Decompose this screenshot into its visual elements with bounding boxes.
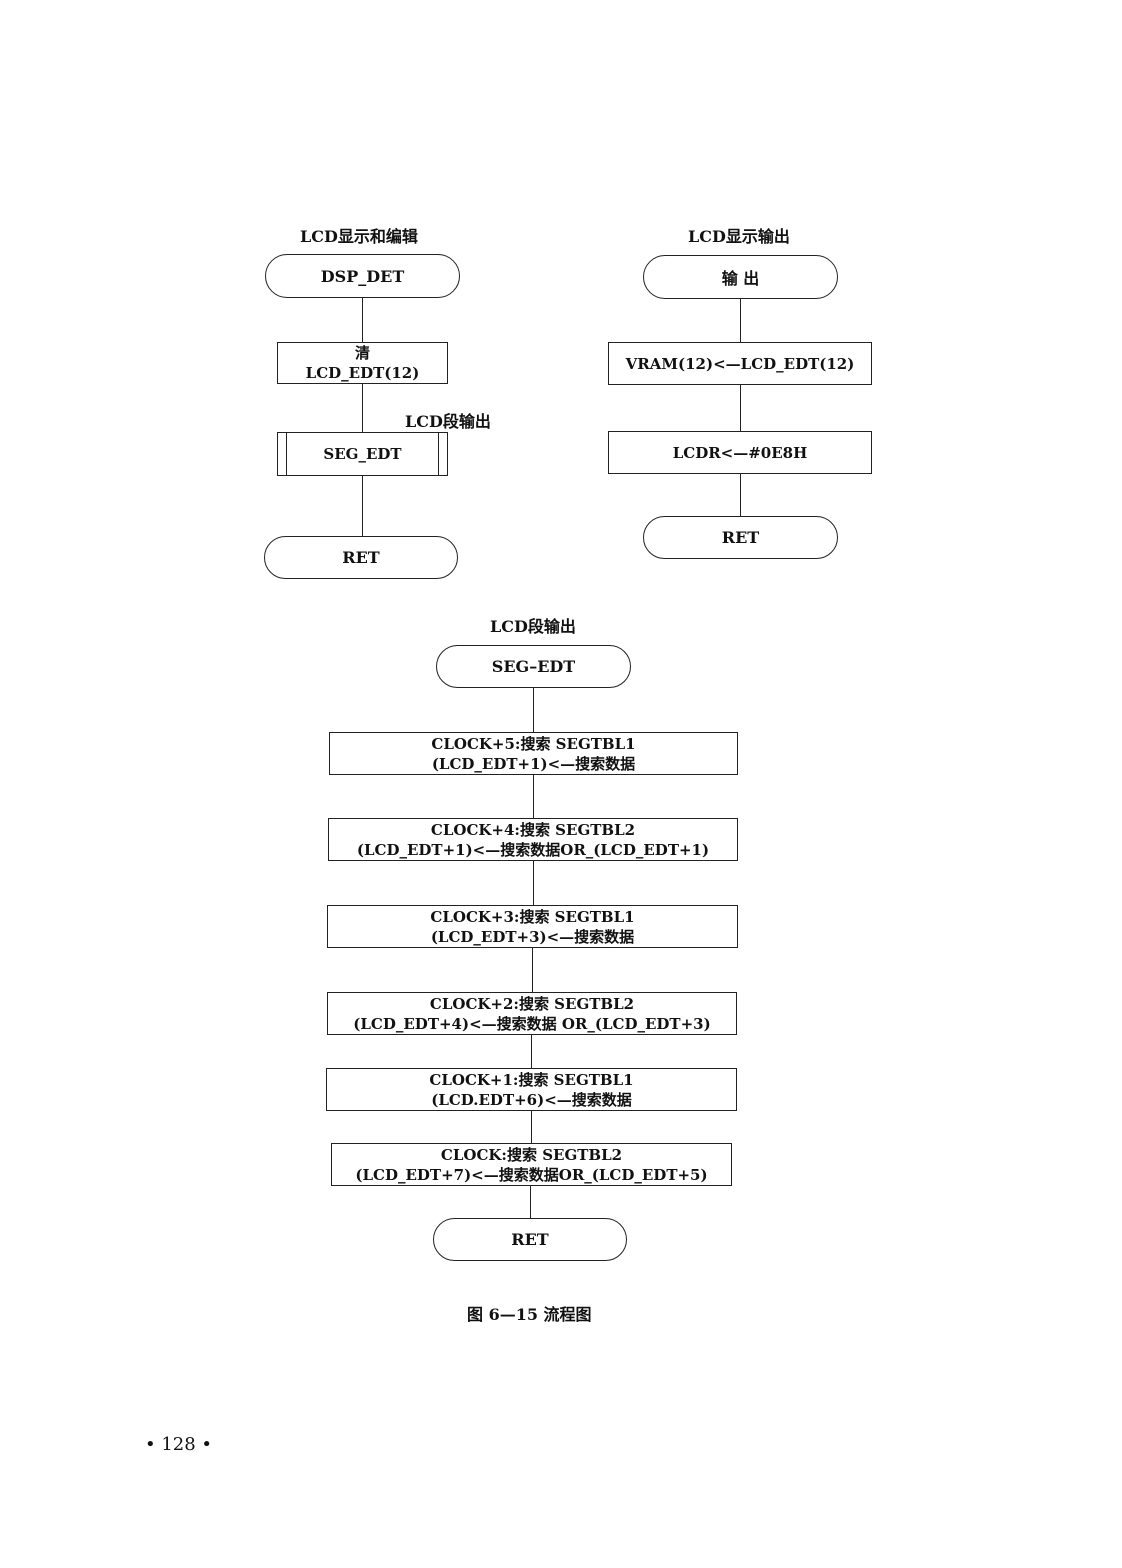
left-chart-title: LCD显示和编辑 <box>300 227 418 246</box>
connector <box>740 385 741 431</box>
page-number: • 128 • <box>145 1434 213 1455</box>
process-line-2: (LCD_EDT+1)<—搜索数据 <box>431 754 636 773</box>
connector <box>533 775 534 818</box>
bottom-start-terminal: SEG–EDT <box>436 645 631 688</box>
process-line-1: CLOCK+3:搜索 SEGTBL1 <box>430 907 635 926</box>
figure-caption: 图 6—15 流程图 <box>467 1305 592 1324</box>
process-line-1: 清 <box>354 344 370 362</box>
connector <box>533 861 534 905</box>
process-line-2: LCD_EDT(12) <box>305 364 420 382</box>
clock5-process: CLOCK+5:搜索 SEGTBL1 (LCD_EDT+1)<—搜索数据 <box>329 732 738 775</box>
clock4-process: CLOCK+4:搜索 SEGTBL2 (LCD_EDT+1)<—搜索数据OR_(… <box>328 818 738 861</box>
process-line-2: (LCD_EDT+7)<—搜索数据OR_(LCD_EDT+5) <box>355 1165 708 1184</box>
bottom-end-terminal: RET <box>433 1218 627 1261</box>
connector <box>531 1111 532 1143</box>
process-line-1: CLOCK+2:搜索 SEGTBL2 <box>429 994 635 1013</box>
vram-process: VRAM(12)<—LCD_EDT(12) <box>608 342 872 385</box>
process-line: VRAM(12)<—LCD_EDT(12) <box>625 354 855 373</box>
left-end-terminal: RET <box>264 536 458 579</box>
process-line-2: (LCD.EDT+6)<—搜索数据 <box>431 1090 632 1109</box>
right-start-terminal: 输 出 <box>643 255 838 299</box>
connector <box>362 298 363 342</box>
seg-edt-subroutine: SEG_EDT <box>277 432 448 476</box>
process-line-2: (LCD_EDT+1)<—搜索数据OR_(LCD_EDT+1) <box>356 840 710 859</box>
process-line: LCDR<—#0E8H <box>672 443 808 462</box>
bottom-chart-title: LCD段输出 <box>490 617 576 636</box>
connector <box>533 688 534 732</box>
right-end-terminal: RET <box>643 516 838 559</box>
connector <box>740 474 741 516</box>
left-clear-process: 清 LCD_EDT(12) <box>277 342 448 384</box>
process-line-2: (LCD_EDT+4)<—搜索数据 OR_(LCD_EDT+3) <box>353 1014 711 1033</box>
process-line-2: (LCD_EDT+3)<—搜索数据 <box>430 927 635 946</box>
process-line-1: CLOCK+1:搜索 SEGTBL1 <box>429 1070 634 1089</box>
process-line-1: CLOCK:搜索 SEGTBL2 <box>440 1145 623 1164</box>
process-line-1: CLOCK+4:搜索 SEGTBL2 <box>430 820 636 839</box>
connector <box>530 1186 531 1218</box>
left-start-terminal: DSP_DET <box>265 254 460 298</box>
connector <box>362 384 363 432</box>
connector <box>740 299 741 342</box>
clock1-process: CLOCK+1:搜索 SEGTBL1 (LCD.EDT+6)<—搜索数据 <box>326 1068 737 1111</box>
process-line-1: CLOCK+5:搜索 SEGTBL1 <box>431 734 636 753</box>
connector <box>362 476 363 536</box>
lcdr-process: LCDR<—#0E8H <box>608 431 872 474</box>
connector <box>531 1035 532 1068</box>
clock3-process: CLOCK+3:搜索 SEGTBL1 (LCD_EDT+3)<—搜索数据 <box>327 905 738 948</box>
right-chart-title: LCD显示输出 <box>688 227 790 246</box>
connector <box>532 948 533 992</box>
subroutine-note: LCD段输出 <box>405 412 491 431</box>
clock0-process: CLOCK:搜索 SEGTBL2 (LCD_EDT+7)<—搜索数据OR_(LC… <box>331 1143 732 1186</box>
clock2-process: CLOCK+2:搜索 SEGTBL2 (LCD_EDT+4)<—搜索数据 OR_… <box>327 992 737 1035</box>
